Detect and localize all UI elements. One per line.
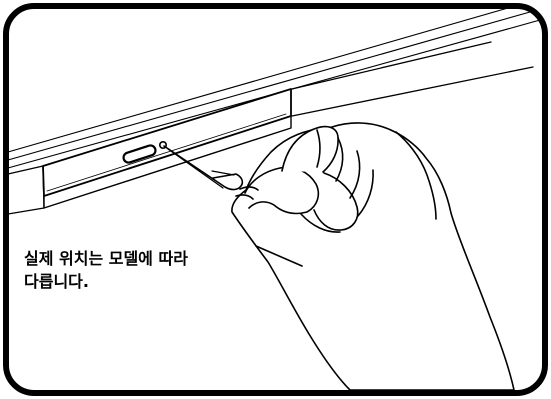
optical-drive-tray-icon bbox=[42, 88, 292, 209]
eject-button-icon bbox=[122, 144, 157, 164]
caption-line-1: 실제 위치는 모델에 따라 bbox=[24, 249, 188, 268]
caption-line-2: 다릅니다. bbox=[24, 272, 89, 291]
location-note-caption: 실제 위치는 모델에 따라 다릅니다. bbox=[24, 247, 254, 293]
paper-clip-pin-icon bbox=[163, 145, 244, 191]
hand-icon bbox=[231, 122, 515, 391]
